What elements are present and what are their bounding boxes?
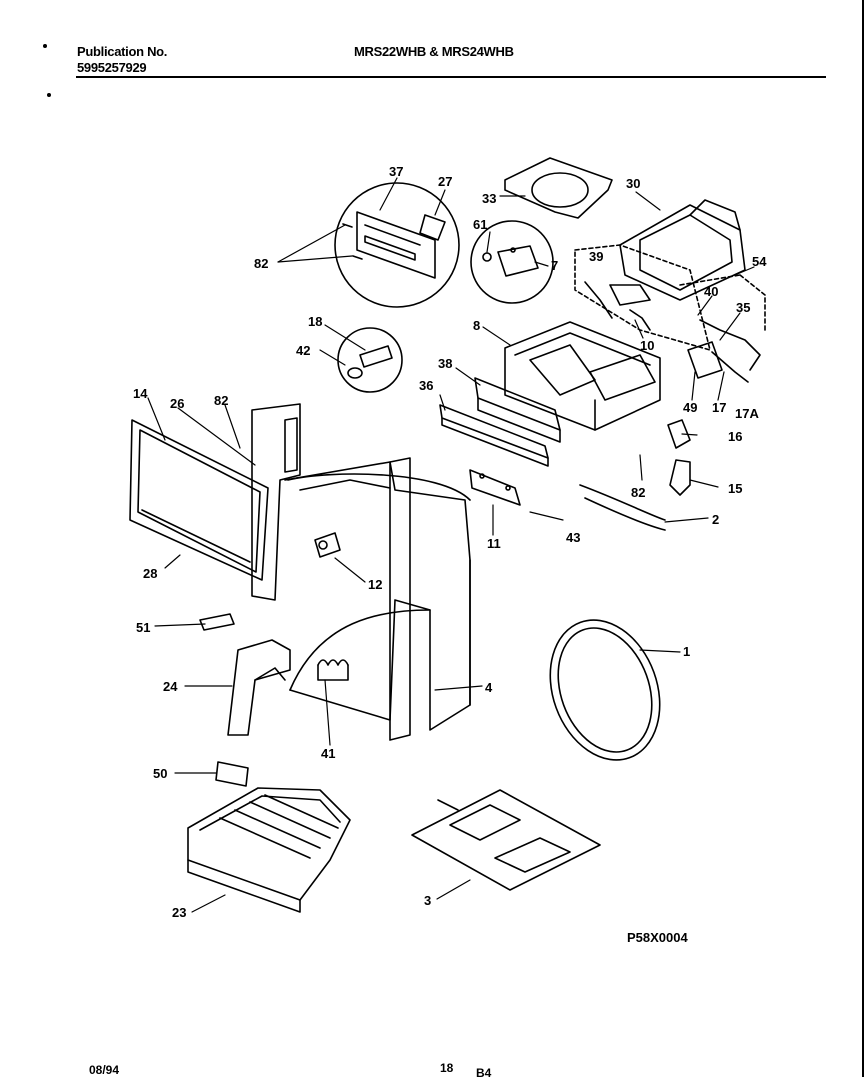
callout: 1 — [683, 644, 690, 659]
callout: 54 — [752, 254, 767, 269]
part-spring — [317, 659, 349, 681]
part-tray — [187, 787, 351, 913]
publication-label: Publication No. — [77, 44, 168, 59]
callout: 16 — [728, 429, 742, 444]
part-gasket — [549, 619, 661, 761]
callout: 33 — [482, 191, 496, 206]
callout: 12 — [368, 577, 382, 592]
callout: 7 — [551, 258, 558, 273]
callout: 27 — [438, 174, 452, 189]
callout: 4 — [485, 680, 493, 695]
callout: 82 — [214, 393, 228, 408]
callout: 36 — [419, 378, 433, 393]
part-housing — [504, 321, 661, 431]
part-small-block — [215, 761, 249, 787]
callout: 51 — [136, 620, 150, 635]
callout: 11 — [487, 536, 501, 551]
callout: 3 — [424, 893, 431, 908]
callout: 10 — [640, 338, 654, 353]
part-bracket — [469, 469, 521, 506]
callout-labels: 37 27 33 30 61 7 39 54 40 35 82 8 10 18 … — [133, 164, 767, 920]
part-duct-cover — [574, 199, 746, 351]
callout: 49 — [683, 400, 697, 415]
callout: 43 — [566, 530, 580, 545]
callout: 61 — [473, 217, 487, 232]
part-chute-arm — [227, 639, 291, 736]
part-screw-51 — [199, 613, 235, 631]
figure-code: P58X0004 — [627, 930, 688, 945]
callout: 39 — [589, 249, 603, 264]
callout: 30 — [626, 176, 640, 191]
part-wiring — [679, 274, 766, 383]
part-top-plate — [504, 157, 613, 219]
detail-circle-left — [334, 182, 460, 308]
callout: 17A — [735, 406, 759, 421]
callout: 23 — [172, 905, 186, 920]
bullet-mark — [47, 93, 51, 97]
callout: 24 — [163, 679, 178, 694]
callout: 2 — [712, 512, 719, 527]
callout: 82 — [254, 256, 268, 271]
callout: 14 — [133, 386, 148, 401]
callout: 50 — [153, 766, 167, 781]
callout: 26 — [170, 396, 184, 411]
bullet-mark — [43, 44, 47, 48]
callout: 8 — [473, 318, 480, 333]
part-base-plate — [411, 789, 601, 891]
callout: 17 — [712, 400, 726, 415]
footer-date: 08/94 — [89, 1063, 120, 1077]
header-rule — [76, 76, 826, 78]
part-latch — [314, 532, 341, 558]
model-numbers: MRS22WHB & MRS24WHB — [354, 44, 514, 59]
callout: 28 — [143, 566, 157, 581]
callout: 38 — [438, 356, 452, 371]
part-liner — [284, 457, 471, 741]
callout: 37 — [389, 164, 403, 179]
callout: 40 — [704, 284, 718, 299]
part-hinge-strip — [251, 403, 301, 601]
callout: 42 — [296, 343, 310, 358]
callout: 35 — [736, 300, 750, 315]
part-bulb — [579, 419, 691, 531]
part-front-panel — [129, 419, 269, 581]
callout: 15 — [728, 481, 742, 496]
callout: 18 — [308, 314, 322, 329]
footer-page-number: 18 — [440, 1061, 454, 1075]
footer-page-suffix: B4 — [476, 1066, 492, 1080]
callout: 41 — [321, 746, 335, 761]
part-rails — [439, 377, 561, 467]
detail-circle-right — [470, 220, 554, 304]
publication-number: 5995257929 — [77, 60, 147, 75]
callout: 82 — [631, 485, 645, 500]
part-spring-knob — [337, 327, 403, 393]
leader-lines — [147, 177, 755, 913]
